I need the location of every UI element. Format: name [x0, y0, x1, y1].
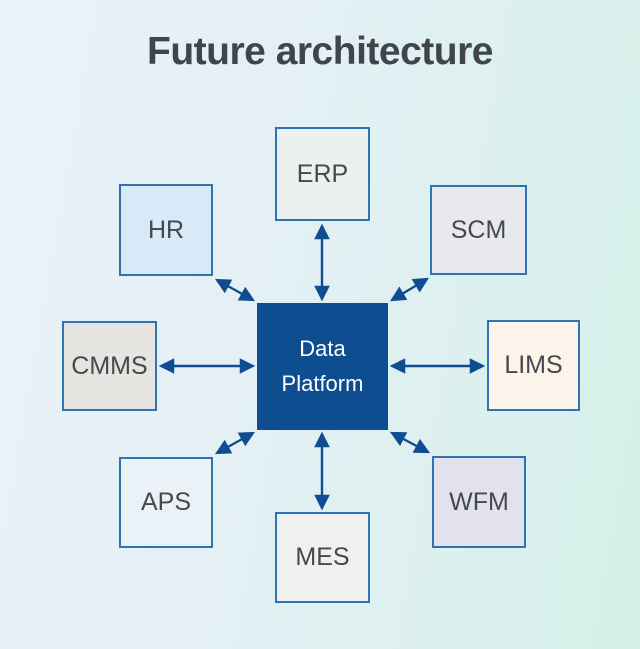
node-aps-label: APS	[140, 488, 192, 516]
node-hr: HR	[119, 184, 213, 276]
node-lims: LIMS	[487, 320, 580, 411]
node-aps: APS	[119, 457, 213, 548]
node-wfm: WFM	[432, 456, 526, 548]
arrow-center-scm	[389, 277, 430, 302]
node-erp-label: ERP	[296, 159, 349, 188]
node-data-platform-label: Data Platform	[281, 336, 364, 396]
node-hr-label: HR	[147, 215, 185, 244]
node-erp: ERP	[275, 127, 370, 221]
node-cmms: CMMS	[62, 321, 157, 411]
node-mes-label: MES	[295, 543, 350, 571]
node-wfm-label: WFM	[449, 487, 509, 516]
page-title: Future architecture	[147, 30, 493, 73]
node-cmms-label: CMMS	[71, 351, 148, 380]
arrow-center-hr	[214, 278, 256, 302]
arrow-center-aps	[214, 431, 256, 455]
node-scm-label: SCM	[450, 215, 507, 244]
node-data-platform: Data Platform	[257, 303, 388, 430]
node-scm: SCM	[430, 185, 527, 275]
arrow-center-wfm	[389, 431, 431, 454]
node-mes: MES	[275, 512, 370, 603]
node-lims-label: LIMS	[504, 351, 563, 379]
